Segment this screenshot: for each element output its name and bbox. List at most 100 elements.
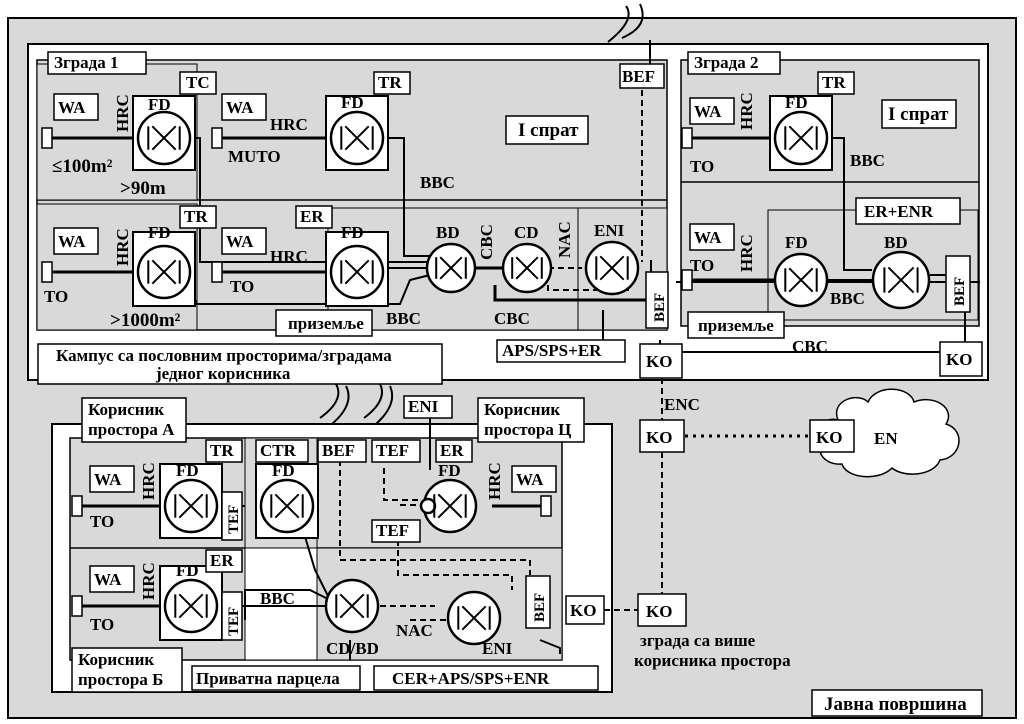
ko-label: KO xyxy=(646,428,672,447)
device-symbol-stroke xyxy=(515,256,539,280)
hrc-label: HRC xyxy=(113,94,132,132)
nac-label: NAC xyxy=(396,621,433,640)
ko-label: KO xyxy=(646,352,672,371)
private-plot-label: Приватна парцела xyxy=(196,669,340,688)
wa-label: WA xyxy=(94,570,122,589)
bd-label: BD xyxy=(884,233,908,252)
device-symbol-stroke xyxy=(887,266,915,294)
device-symbol-stroke xyxy=(178,593,204,619)
nac-label: NAC xyxy=(555,221,574,258)
tef-label: TEF xyxy=(376,521,409,540)
label-boxes xyxy=(37,51,983,717)
device-symbol-stroke xyxy=(151,259,177,285)
fd-label: FD xyxy=(272,461,295,480)
bbc-label: BBC xyxy=(850,151,885,170)
device-symbol-stroke xyxy=(339,593,365,619)
ground-label: приземље xyxy=(698,316,774,335)
en-label: EN xyxy=(874,429,898,448)
fd-label: FD xyxy=(148,95,171,114)
hrc-label: HRC xyxy=(270,115,308,134)
ko-label: KO xyxy=(570,601,596,620)
wa-label: WA xyxy=(694,102,722,121)
tr-label: TR xyxy=(184,207,208,226)
to-label: TO xyxy=(690,157,714,176)
cbc-label: CBC xyxy=(792,337,828,356)
tenant-a-line1: Корисник xyxy=(88,400,164,419)
to-label: TO xyxy=(90,512,114,531)
wa-label: WA xyxy=(58,98,86,117)
tenant-c-line1: Корисник xyxy=(484,400,560,419)
hrc-label: HRC xyxy=(737,234,756,272)
hrc-label: HRC xyxy=(113,228,132,266)
tef-label: TEF xyxy=(226,505,242,534)
telecom-outlets xyxy=(41,127,693,617)
device-symbol-stroke xyxy=(788,267,814,293)
distance-label: >90m xyxy=(120,178,166,199)
wa-label: WA xyxy=(58,232,86,251)
wa-label: WA xyxy=(516,470,544,489)
building2-title: Зграда 2 xyxy=(694,53,759,72)
fd-label: FD xyxy=(341,93,364,112)
device-symbol-stroke xyxy=(344,259,370,285)
device-symbol-stroke xyxy=(599,255,625,281)
hrc-label: HRC xyxy=(485,462,504,500)
tenant-c-line2: простора Ц xyxy=(484,420,571,439)
cd-label: CD xyxy=(514,223,539,242)
area-small: ≤100m² xyxy=(52,156,113,177)
fd-label: FD xyxy=(148,223,171,242)
fd-label: FD xyxy=(176,461,199,480)
eni-label: ENI xyxy=(594,221,625,240)
to-label: TO xyxy=(230,277,254,296)
tc-label: TC xyxy=(186,73,210,92)
fd-label: FD xyxy=(341,223,364,242)
area-large: >1000m² xyxy=(110,310,181,331)
ko-label: KO xyxy=(946,350,972,369)
enc-label: ENC xyxy=(664,395,700,414)
campus-caption-2: једног корисника xyxy=(155,364,291,383)
vertical-labels: HRC HRC CBC NAC BEF HRC HRC BEF HRC HRC … xyxy=(113,92,968,636)
muto-label: MUTO xyxy=(228,147,281,166)
bd-label: BD xyxy=(436,223,460,242)
hrc-label: HRC xyxy=(139,462,158,500)
device-symbol-stroke xyxy=(437,493,463,519)
er-label: ER xyxy=(210,551,234,570)
bbc-label: BBC xyxy=(260,589,295,608)
diagram-text: Зграда 1 WA WA TC TR FD FD HRC MUTO I сп… xyxy=(44,53,972,715)
tenant-a-line2: простора А xyxy=(88,420,175,439)
hrc-label: HRC xyxy=(139,562,158,600)
er-label: ER xyxy=(440,441,464,460)
bbc-label: BBC xyxy=(830,289,865,308)
fd-label: FD xyxy=(438,461,461,480)
floor-label: I спрат xyxy=(888,104,949,125)
eni-label: ENI xyxy=(482,639,513,658)
bbc-label: BBC xyxy=(420,173,455,192)
cbc-label: CBC xyxy=(494,309,530,328)
tr-label: TR xyxy=(822,73,846,92)
aps-label: APS/SPS+ER xyxy=(502,341,602,360)
public-area-label: Јавна површина xyxy=(824,694,967,715)
wa-label: WA xyxy=(94,470,122,489)
to-label: TO xyxy=(690,256,714,275)
building-caption-2: корисника простора xyxy=(634,651,791,670)
tenant-b-line2: простора Б xyxy=(78,670,163,689)
bef-label: BEF xyxy=(532,593,548,622)
wa-label: WA xyxy=(226,98,254,117)
device-symbol-stroke xyxy=(461,605,487,631)
ground-label: приземље xyxy=(288,314,364,333)
bbc-label: BBC xyxy=(386,309,421,328)
wa-label: WA xyxy=(226,232,254,251)
bbc-room xyxy=(244,547,318,661)
cdbd-label: CD/BD xyxy=(326,639,379,658)
device-symbol-stroke xyxy=(151,125,177,151)
tef-label: TEF xyxy=(226,607,242,636)
building-caption-1: зграда са више xyxy=(640,631,756,650)
device-symbol-stroke xyxy=(274,493,300,519)
device-symbol-stroke xyxy=(788,125,814,151)
tef-label: TEF xyxy=(376,441,409,460)
bef-label: BEF xyxy=(322,441,355,460)
tenant-b-line1: Корисник xyxy=(78,650,154,669)
building1-title: Зграда 1 xyxy=(54,53,119,72)
device-symbols xyxy=(147,125,919,631)
ko-label: KO xyxy=(816,428,842,447)
ctr-label: CTR xyxy=(260,441,297,460)
